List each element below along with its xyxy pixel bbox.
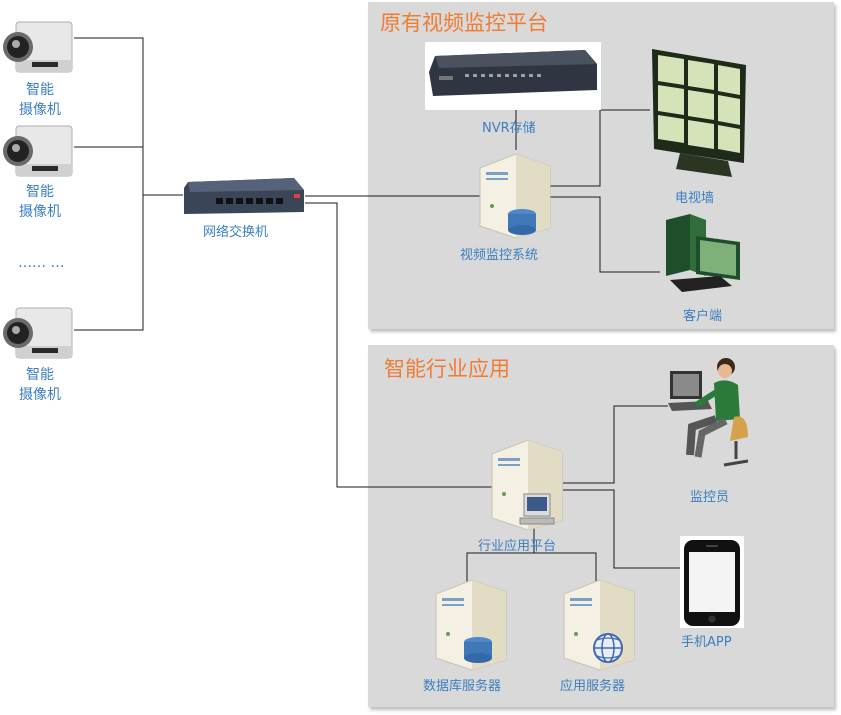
original-platform-title: 原有视频监控平台	[380, 11, 548, 35]
network-switch-label: 网络交换机	[203, 225, 269, 240]
application-server-label: 应用服务器	[560, 679, 626, 694]
server-icon	[563, 579, 635, 671]
server-to-tvwall-link	[548, 109, 650, 187]
server-to-client-link	[548, 196, 660, 273]
switch-to-industry-link	[305, 202, 492, 488]
globe-icon	[593, 633, 623, 663]
database-icon	[464, 637, 492, 663]
smartphone-icon	[680, 536, 744, 628]
database-server	[432, 576, 512, 676]
tv-wall-label: 电视墙	[675, 191, 715, 206]
mobile-app-label: 手机APP	[681, 635, 732, 650]
monitor-operator-label: 监控员	[690, 490, 730, 505]
camera-1-label: 智能 摄像机	[19, 82, 61, 118]
monitor-operator	[668, 357, 754, 473]
database-server-label: 数据库服务器	[423, 679, 502, 694]
camera-3-label: 智能 摄像机	[19, 367, 61, 403]
desktop-computer-icon	[666, 214, 740, 292]
operator-icon	[668, 358, 749, 467]
camera-icon	[3, 21, 73, 73]
camera-1-link	[74, 37, 183, 196]
network-switch	[182, 176, 306, 220]
application-server	[560, 576, 640, 676]
camera-icon	[3, 125, 73, 177]
video-wall-icon	[652, 49, 746, 177]
industry-to-phone-link	[563, 489, 680, 569]
industry-platform-server	[488, 436, 568, 536]
camera-3-link	[74, 195, 144, 331]
tv-wall	[640, 45, 756, 183]
nvr-storage	[425, 42, 601, 114]
video-system-server	[476, 150, 556, 244]
mobile-phone	[680, 536, 744, 632]
network-switch-icon	[184, 178, 304, 214]
camera-3	[2, 306, 74, 366]
industry-to-db-link	[466, 527, 535, 582]
more-cameras-ellipsis: …… …	[18, 255, 65, 271]
client-label: 客户端	[683, 309, 723, 324]
nvr-storage-label: NVR存储	[482, 121, 536, 136]
camera-2	[2, 124, 74, 184]
industry-to-app-server-link	[534, 552, 597, 582]
camera-1	[2, 20, 74, 80]
nvr-device-icon	[425, 42, 601, 110]
video-system-label: 视频监控系统	[460, 248, 539, 263]
server-icon	[479, 153, 551, 239]
server-icon	[491, 439, 563, 531]
industry-platform-label: 行业应用平台	[478, 539, 557, 554]
industry-app-title: 智能行业应用	[384, 357, 510, 381]
industry-to-operator-link	[563, 405, 668, 484]
client-pc	[660, 214, 744, 300]
camera-icon	[3, 307, 73, 359]
camera-2-label: 智能 摄像机	[19, 184, 61, 220]
server-icon	[435, 579, 507, 671]
